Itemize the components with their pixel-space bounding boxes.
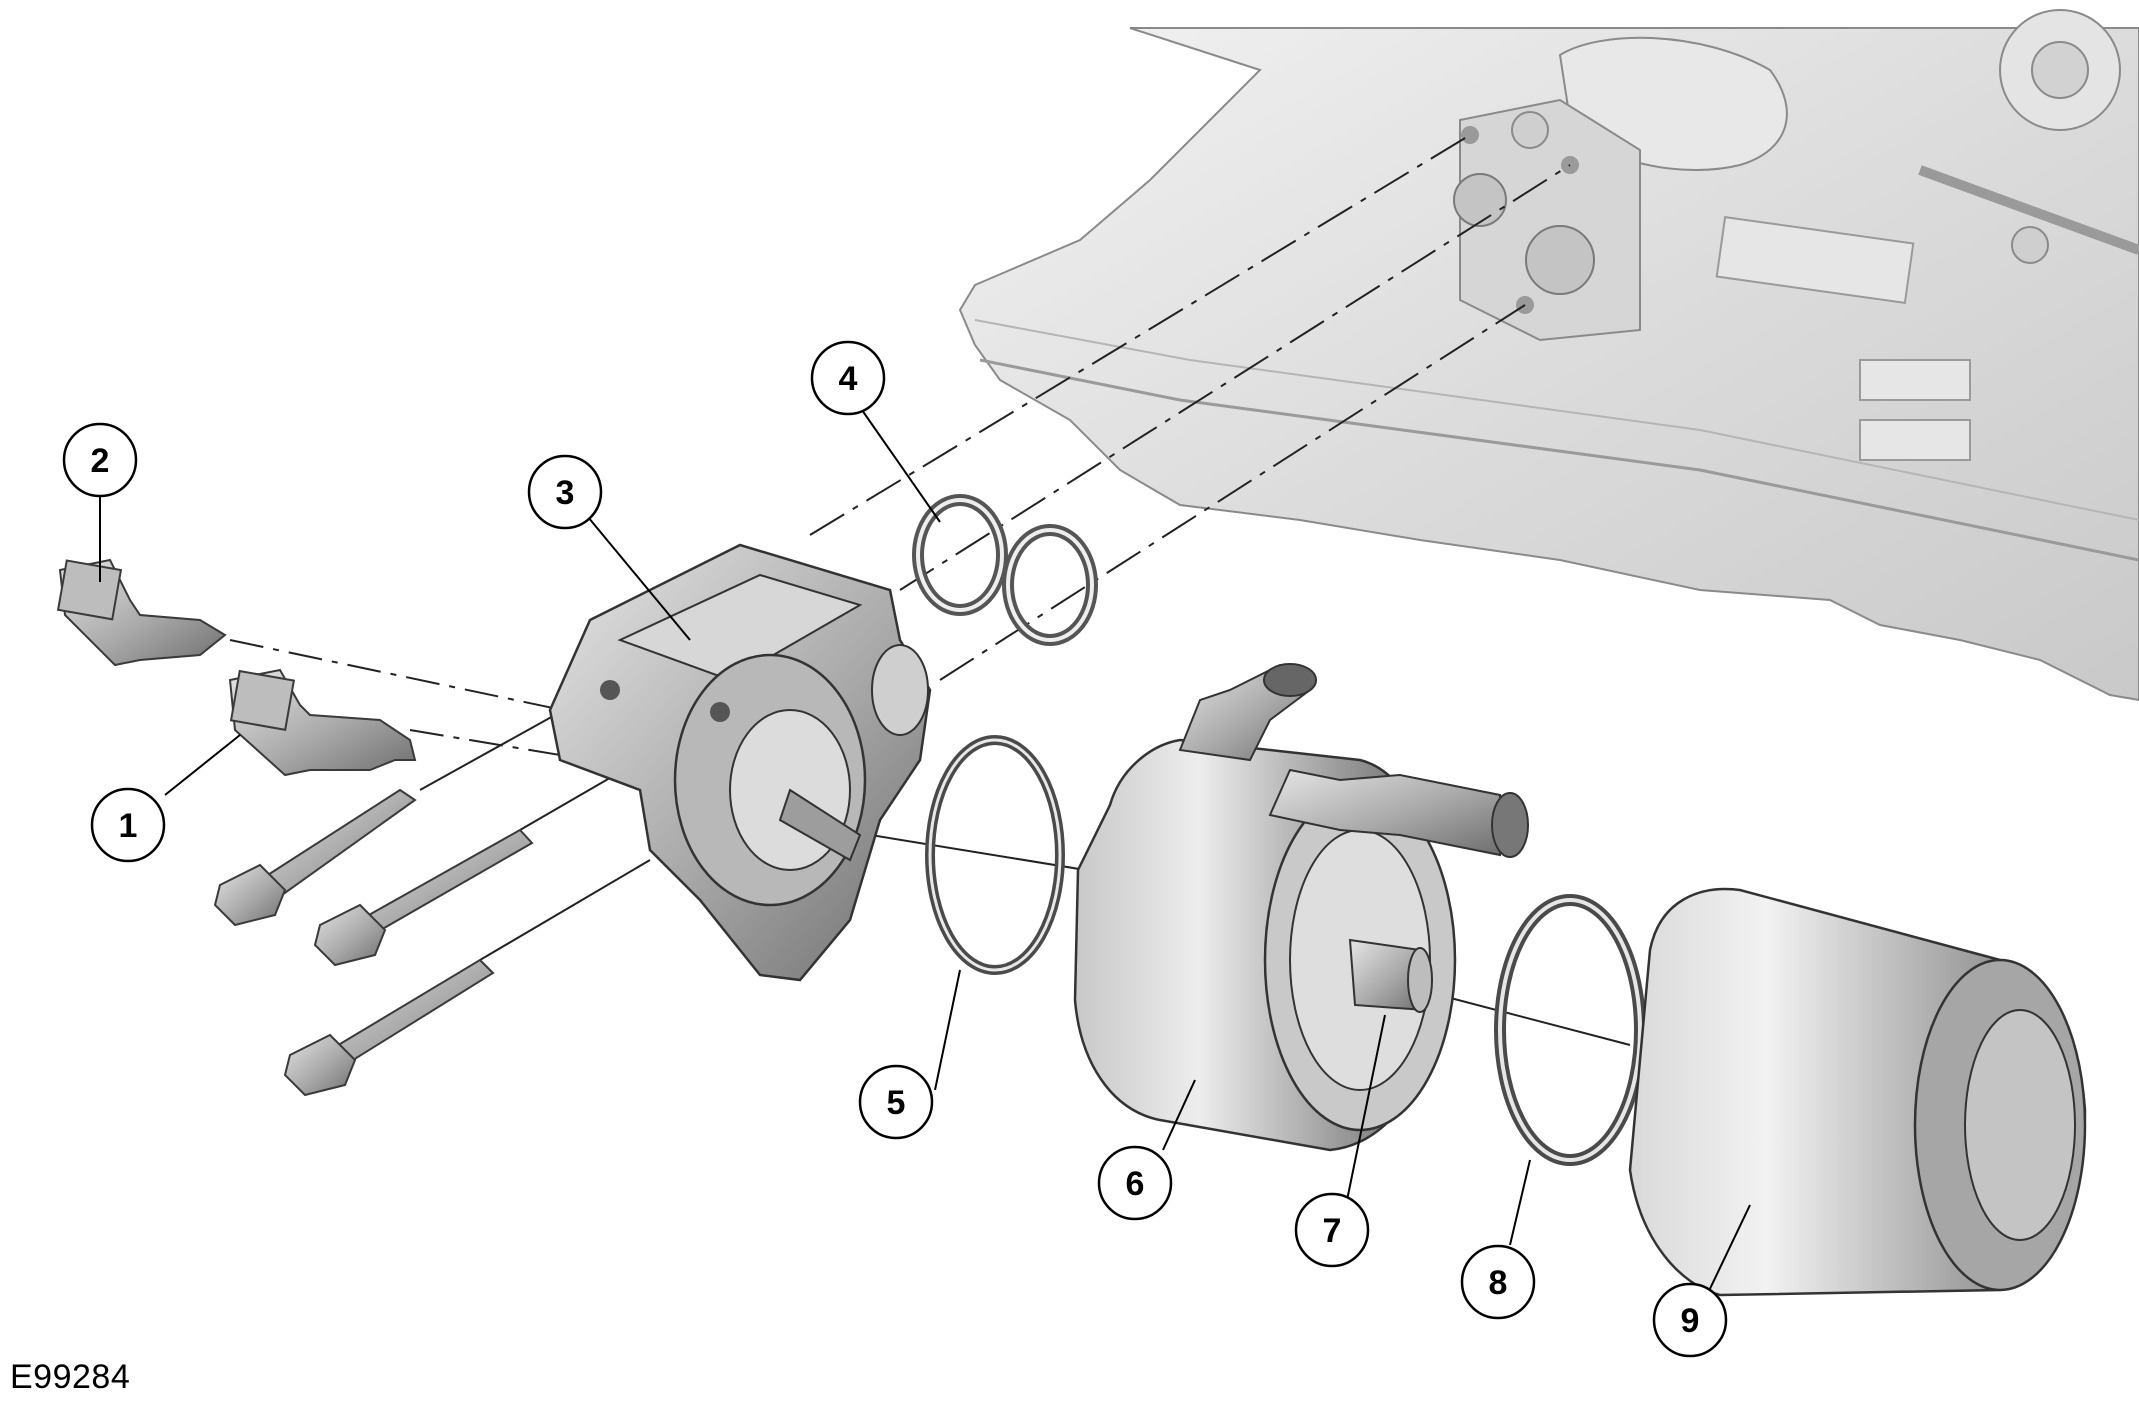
oil-filter-housing (548, 543, 932, 982)
svg-text:1: 1 (119, 807, 138, 845)
gasket-5 (925, 735, 1065, 975)
callout-2: 2 (62, 422, 138, 498)
bolts (213, 788, 534, 1097)
callout-8: 8 (1460, 1244, 1536, 1320)
engine-block-oil-pan (958, 9, 2139, 702)
svg-text:6: 6 (1126, 1165, 1145, 1203)
svg-text:4: 4 (839, 360, 858, 398)
threaded-adapter (1348, 938, 1433, 1013)
sensor-1 (228, 668, 417, 777)
svg-text:2: 2 (91, 442, 110, 480)
oil-cooler (1073, 663, 1529, 1152)
callout-1: 1 (90, 787, 166, 863)
callout-leaders (99, 399, 1751, 1296)
svg-text:9: 9 (1681, 1302, 1700, 1340)
callout-5: 5 (858, 1064, 934, 1140)
callout-4: 4 (810, 340, 886, 416)
sensor-2 (56, 558, 227, 667)
callout-6: 6 (1097, 1145, 1173, 1221)
svg-text:5: 5 (887, 1084, 906, 1122)
callout-7: 7 (1294, 1192, 1370, 1268)
gasket-8 (1494, 894, 1646, 1166)
figure-reference: E99284 (10, 1358, 131, 1396)
svg-text:7: 7 (1323, 1212, 1342, 1250)
callouts: 1 2 3 4 5 6 7 8 (62, 340, 1728, 1358)
callout-9: 9 (1652, 1282, 1728, 1358)
oil-filter (1628, 887, 2087, 1297)
callout-3: 3 (527, 454, 603, 530)
seals-4 (912, 494, 1098, 646)
svg-text:8: 8 (1489, 1264, 1508, 1302)
svg-text:3: 3 (556, 474, 575, 512)
